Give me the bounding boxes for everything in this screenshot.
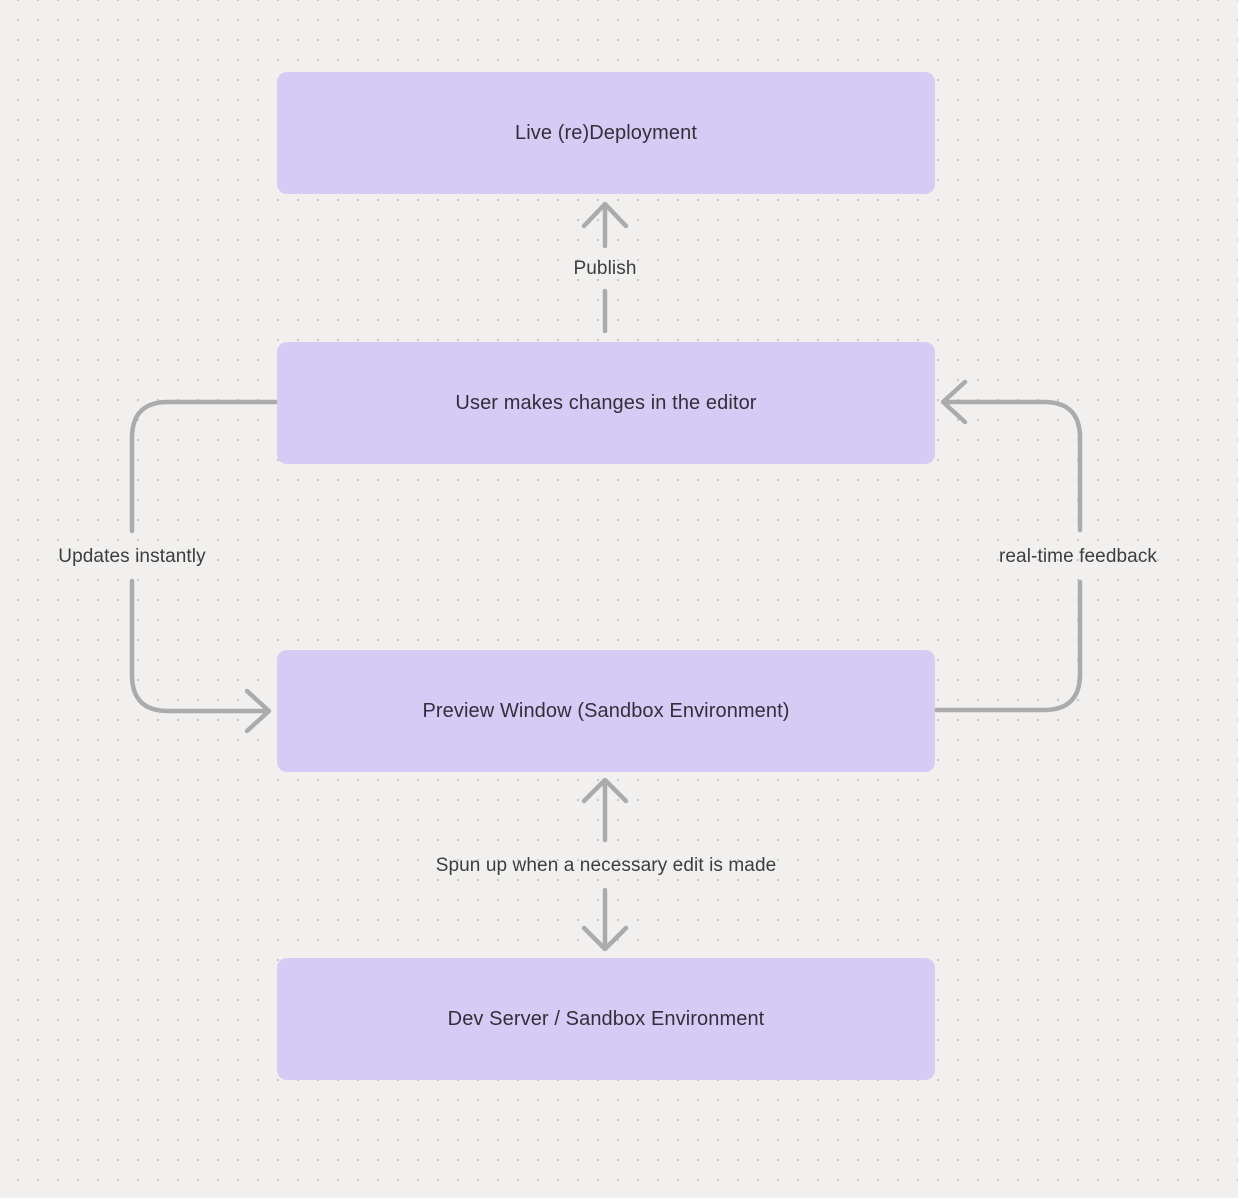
node-live-redeployment: Live (re)Deployment — [277, 72, 935, 194]
arrow-down-icon — [581, 925, 629, 952]
edge-label-updates-instantly: Updates instantly — [58, 546, 206, 567]
node-label: Live (re)Deployment — [515, 121, 697, 144]
node-label: User makes changes in the editor — [455, 391, 757, 414]
arrow-right-icon — [244, 688, 272, 734]
feedback-line-upper — [941, 399, 1083, 533]
updates-line-upper — [129, 399, 280, 534]
node-label: Dev Server / Sandbox Environment — [447, 1007, 765, 1030]
node-preview-window: Preview Window (Sandbox Environment) — [277, 650, 935, 772]
node-label: Preview Window (Sandbox Environment) — [422, 699, 790, 722]
edge-label-publish: Publish — [573, 258, 637, 279]
edge-label-spun-up: Spun up when a necessary edit is made — [435, 855, 777, 876]
edge-label-realtime-feedback: real-time feedback — [998, 546, 1158, 567]
updates-line-lower — [129, 578, 271, 714]
feedback-line-lower — [932, 579, 1083, 713]
arrow-up-icon — [581, 201, 629, 229]
arrow-left-icon — [940, 379, 968, 425]
node-dev-server: Dev Server / Sandbox Environment — [277, 958, 935, 1080]
node-editor-changes: User makes changes in the editor — [277, 342, 935, 464]
arrow-up-icon — [581, 777, 629, 804]
